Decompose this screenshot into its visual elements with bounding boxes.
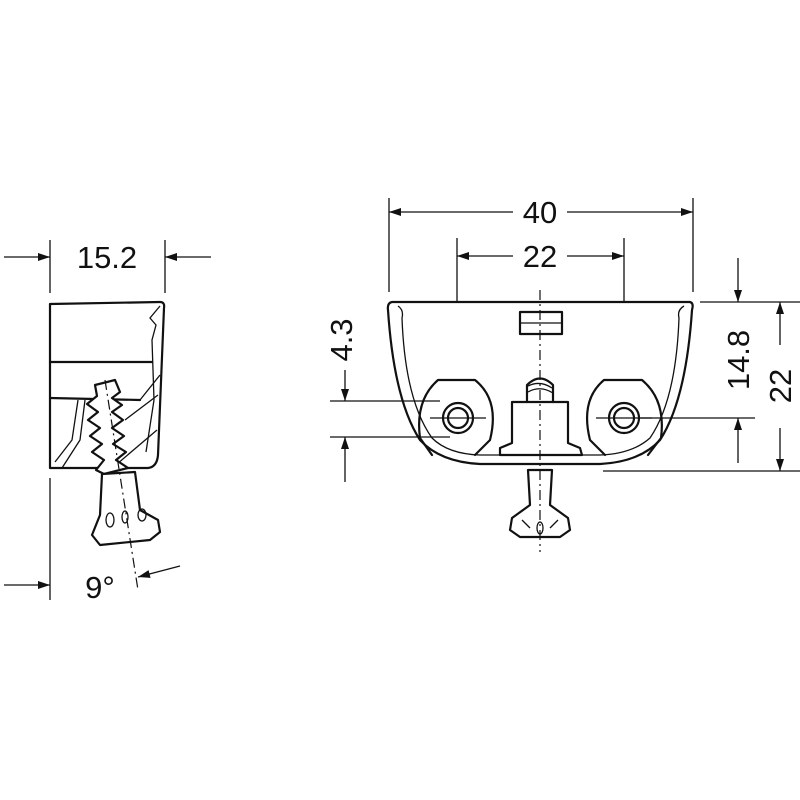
- front-view: 40 22: [324, 195, 800, 552]
- angle-dimension: 9°: [4, 478, 181, 605]
- front-body: [386, 300, 694, 466]
- overall-height-label: 22: [763, 369, 798, 403]
- side-screw: [85, 378, 162, 591]
- front-screw: [508, 290, 572, 552]
- hole-offset-dimension: 4.3: [324, 318, 450, 482]
- width-dimension: 15.2: [4, 240, 211, 293]
- overall-height-dimension: 22: [603, 302, 800, 472]
- overall-width-dimension: 40: [388, 195, 694, 292]
- width-label: 15.2: [77, 240, 137, 275]
- hole-offset-label: 4.3: [324, 318, 359, 361]
- overall-width-label: 40: [523, 195, 557, 230]
- angle-label: 9°: [85, 570, 115, 605]
- hole-spacing-label: 22: [523, 239, 557, 274]
- side-view: 15.2 9°: [4, 240, 211, 605]
- hole-height-label: 14.8: [721, 330, 756, 390]
